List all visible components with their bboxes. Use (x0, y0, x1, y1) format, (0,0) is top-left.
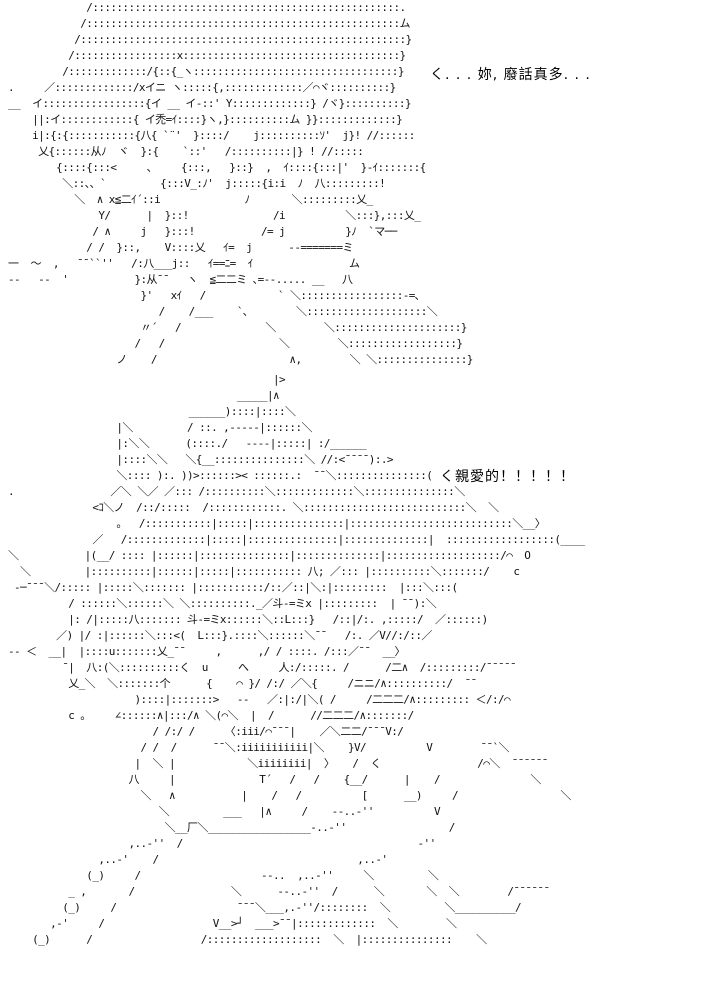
art-line: . ／:::::::::::::/xイニ ヽ:::::{,:::::::::::… (8, 81, 396, 94)
dialogue-line-2: く親愛的！！！！！ (440, 466, 575, 486)
art-line: ‐‐ ＜ __| |::::u:::::::乂_¯¯ , ,/ / ::::. … (8, 645, 406, 658)
art-line: |::::＼＼ ＼{__:::::::::::::::＼ //:<¯¯¯¯):.… (8, 453, 393, 466)
art-line: (_) / ‐-.. ,..‐'' ＼ ＼ (8, 869, 439, 882)
art-line: 乂{::::::从ﾉ ヾ }:{ `::' /::::::::::|} ! //… (8, 145, 364, 158)
art-line: ＼ ∧ | / / [ __) / ＼ (8, 789, 571, 802)
art-line: (_) / /::::::::::::::::::: ＼ |::::::::::… (8, 933, 487, 946)
art-line: / / ＼ ＼::::::::::::::::::} (8, 337, 463, 350)
art-line: ／) |/ :|::::::＼:::<( L:::}.::::＼::::::＼¯… (8, 629, 432, 642)
art-line: <ｺ＼ノ /::/::::: /::::::::::::. ＼:::::::::… (8, 501, 499, 514)
art-line: |＼ / ::. ,-----|::::::＼ (8, 421, 312, 434)
art-line: ＼ |::::::::::|::::::|:::::|::::::::::: 八… (8, 565, 520, 578)
art-line: / /:/ / 〈:iii/⌒¯¯¯| ／＼二二/¯¯¯V:/ (8, 725, 404, 738)
art-line: 乂_＼ ＼:::::::个 { ⌒ }/ /:/ ／＼{ /ニニ/∧::::::… (8, 677, 477, 690)
art-line: Y/ | }::! /i ＼:::},:::乂_ (8, 209, 421, 222)
art-line: |:＼＼ (::::./ ----|:::::| :/______ (8, 437, 367, 450)
art-line: __ イ:::::::::::::::::{イ __ イ‐::' Y::::::… (8, 97, 412, 110)
art-line: -- -- ' }:从¯¯ ヽ ≦二二ミ ､=-‐..... __ 八 (8, 273, 353, 286)
art-line: ,-' / V__>┘ ___>¯¯|::::::::::::: ＼ ＼ (8, 917, 457, 930)
art-line: /:::::::::::::::::::::::::::::::::::::::… (8, 17, 410, 30)
art-line: . ／＼ ＼／ ／::: /::::::::::＼:::::::::::::＼:… (8, 485, 465, 498)
art-line: /:::::::::::::::::::::::::::::::::::::::… (8, 33, 412, 46)
art-line: }' xｲ / ` ＼:::::::::::::::::-=､ (8, 289, 420, 302)
art-line: / ∧ j }:::! /= j }ﾉ `マ── (8, 225, 397, 238)
ascii-art-bottom: |> _____|∧ ______)::::|::::＼ |＼ / ::. ,-… (8, 372, 585, 948)
art-line: ＼:::: ):. ))>::::::>< ::::::.: ¯¯＼::::::… (8, 469, 433, 482)
art-line: ＼ ∧ x≦二ｲ´::i ﾉ ＼:::::::::乂_ (8, 193, 373, 206)
art-line: / / / ¯¯＼:iiiiiiiiiii|＼ }V/ V ¯¯`＼ (8, 741, 509, 754)
art-line: 。 /:::::::::::|:::::|:::::::::::::::|:::… (8, 517, 546, 530)
art-line: ______)::::|::::＼ (8, 405, 296, 418)
art-line: ＼ |(__/ :::: |::::::|:::::::::::::::|:::… (8, 549, 531, 562)
art-line: | ＼ | ＼iiiiiiii| 〉 / く /⌒＼ ¯¯¯¯¯¯ (8, 757, 548, 770)
art-line: ＼__厂＼_________________-..‐'' / (8, 821, 456, 834)
art-line: {::::{:::< 、 {:::, }::} , ｲ::::{:::|' }-… (8, 161, 426, 174)
art-line: |: /|:::::八::::::: 斗-=ミx::::::＼::L:::} /… (8, 613, 488, 626)
art-line: 〃´ / ＼ ＼:::::::::::::::::::::} (8, 321, 467, 334)
art-line: |> (8, 373, 286, 386)
art-line: / / }::, V::::乂 ｲ= j ‐‐=======ミ (8, 241, 353, 254)
art-line: ＼ ___ |∧ / ‐-..‐'' V (8, 805, 441, 818)
art-line: / ::::::＼::::::＼ ＼::::::::::._／斗-=ミx |::… (8, 597, 437, 610)
art-line: ,..‐'' / ‐'' (8, 837, 436, 850)
dialogue-line-1: く. . . 妳, 廢話真多. . . (430, 64, 591, 84)
art-line: ／ /:::::::::::::|:::::|:::::::::::::::|:… (8, 533, 585, 546)
art-line: /:::::::::::::::::x:::::::::::::::::::::… (8, 49, 406, 62)
art-line: /:::::::::::::::::::::::::::::::::::::::… (8, 1, 406, 14)
art-line: ¯| 八:(＼::::::::::く u へ 人:/:::::. / /二∧ /… (8, 661, 517, 674)
art-line: / /___ `､ ＼::::::::::::::::::::＼ (8, 305, 438, 318)
art-line: i|:{:{:::::::::::{八{ `¨' }::::/ j:::::::… (8, 129, 415, 142)
art-line: ＼::、、` {:::V_:ﾉ' j:::::{i:i ﾉ 八:::::::::… (8, 177, 386, 190)
art-line: ‐─¯¯¯＼/::::: |:::::＼::::::: |:::::::::::… (8, 581, 458, 594)
art-line: _____|∧ (8, 389, 280, 402)
art-line: 一 ～ , ¯¯``'' /:八___j:: ｲ==ﾆ= ｲ ム (8, 257, 360, 270)
art-line: 八 | T´ / / {__/ | / ＼ (8, 773, 541, 786)
art-line: c 。 ∠::::::∧|:::/∧ ＼(⌒＼ | / //二二二/∧:::::… (8, 709, 414, 722)
art-line: )::::|:::::::> -- ／:|:/|＼( / /二二二/∧:::::… (8, 693, 511, 706)
ascii-art-top: /:::::::::::::::::::::::::::::::::::::::… (8, 0, 473, 368)
art-line: ||:イ::::::::::::{ イ禿=ｲ::::}ヽ,}::::::::::… (8, 113, 403, 126)
art-line: /:::::::::::::/{::{_ヽ:::::::::::::::::::… (8, 65, 404, 78)
art-line: ,..‐' / ,..‐' (8, 853, 388, 866)
art-line: (_) / ¯¯¯＼___,.-''/:::::::: ＼ ＼_________… (8, 901, 522, 914)
art-line: _ , / ＼ ‐-..-'' / ＼ ＼ ＼ /¯¯¯¯¯¯ (8, 885, 550, 898)
art-line: ノ / ∧, ＼ ＼:::::::::::::::} (8, 353, 473, 366)
